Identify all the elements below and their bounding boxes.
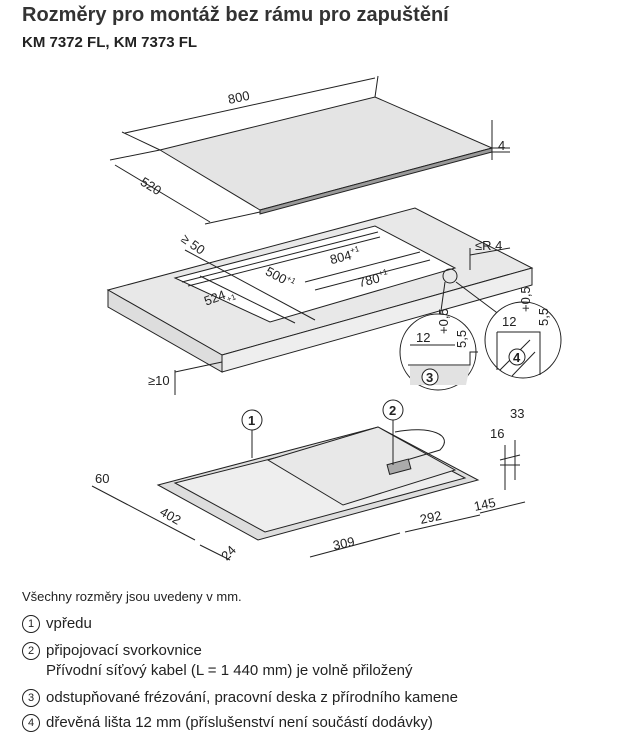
dim-width: 800: [227, 88, 251, 107]
dim-inner-length-value: 780: [357, 270, 382, 290]
legend-item-3: 3 odstupňované frézování, pracovní deska …: [22, 688, 458, 708]
dim-60: 60: [95, 471, 109, 486]
legend-item-4: 4 dřevěná lišta 12 mm (příslušenství není…: [22, 713, 433, 733]
dim-min-thickness: ≥10: [148, 373, 170, 388]
detail3-tol: +0,5: [436, 308, 451, 334]
dim-outer-depth-value: 524: [202, 287, 228, 309]
detail3-marker: 3: [426, 370, 433, 385]
dim-outer-depth: 524+1: [202, 284, 238, 312]
detail4-tol: +0,5: [518, 286, 533, 312]
detail-3: 12 5,5 +0,5 3: [399, 308, 478, 391]
dim-inner-length-tol: +1: [377, 267, 389, 278]
dim-33: 33: [510, 406, 524, 421]
dim-thickness: 4: [498, 138, 505, 153]
legend-text: dřevěná lišta 12 mm (příslušenství není …: [46, 714, 433, 731]
dim-radius: ≤R 4: [475, 238, 502, 253]
legend-subtext: Přívodní síťový kabel (L = 1 440 mm) je …: [46, 662, 413, 679]
page-title: Rozměry pro montáž bez rámu pro zapuštěn…: [22, 4, 449, 26]
legend-text: připojovací svorkovnice: [46, 642, 202, 659]
dim-292: 292: [419, 508, 443, 527]
dim-outer-depth-tol: +1: [225, 292, 237, 304]
legend-item-1: 1 vpředu: [22, 614, 92, 634]
dim-309: 309: [332, 534, 356, 553]
dim-inner-depth-tol: +1: [285, 274, 298, 286]
marker-2: 2: [389, 403, 396, 418]
dim-402: 402: [157, 504, 183, 528]
dim-outer-length: 804+1: [328, 244, 362, 267]
legend-text: vpředu: [46, 615, 92, 632]
dim-145: 145: [473, 495, 497, 514]
dim-min-edge: ≥ 50: [178, 231, 207, 258]
dim-inner-length: 780+1: [356, 267, 390, 290]
units-note: Všechny rozměry jsou uvedeny v mm.: [22, 589, 242, 604]
hob-drawing: 1 2 60 402 24 309 292 145 16 33: [91, 399, 526, 563]
detail4-width: 12: [502, 314, 516, 329]
marker-1: 1: [248, 413, 255, 428]
detail4-marker: 4: [513, 350, 521, 365]
legend-number: 1: [22, 615, 40, 633]
dim-depth: 520: [138, 174, 164, 198]
model-subtitle: KM 7372 FL, KM 7373 FL: [22, 34, 198, 51]
detail3-depth: 5,5: [454, 330, 469, 348]
dim-outer-length-tol: +1: [349, 244, 361, 255]
dim-16: 16: [490, 426, 504, 441]
detail-4: 12 5,5 +0,5 4: [484, 286, 562, 379]
legend-text: odstupňované frézování, pracovní deska z…: [46, 689, 458, 706]
legend-number: 4: [22, 714, 40, 732]
detail4-depth: 5,5: [536, 308, 551, 326]
dim-outer-length-value: 804: [328, 247, 353, 267]
legend-number: 3: [22, 689, 40, 707]
glass-top-drawing: 800 520 4: [109, 75, 510, 225]
detail3-width: 12: [416, 330, 430, 345]
countertop-drawing: ≥ 50 804+1 780+1 500+1 524+1 ≤R 4 ≥10 12…: [106, 207, 562, 395]
dim-24: 24: [218, 542, 239, 563]
legend-number: 2: [22, 642, 40, 660]
installation-drawing: 800 520 4 ≥ 50 804+1 780+1 500+1 524+1 ≤…: [91, 75, 562, 563]
